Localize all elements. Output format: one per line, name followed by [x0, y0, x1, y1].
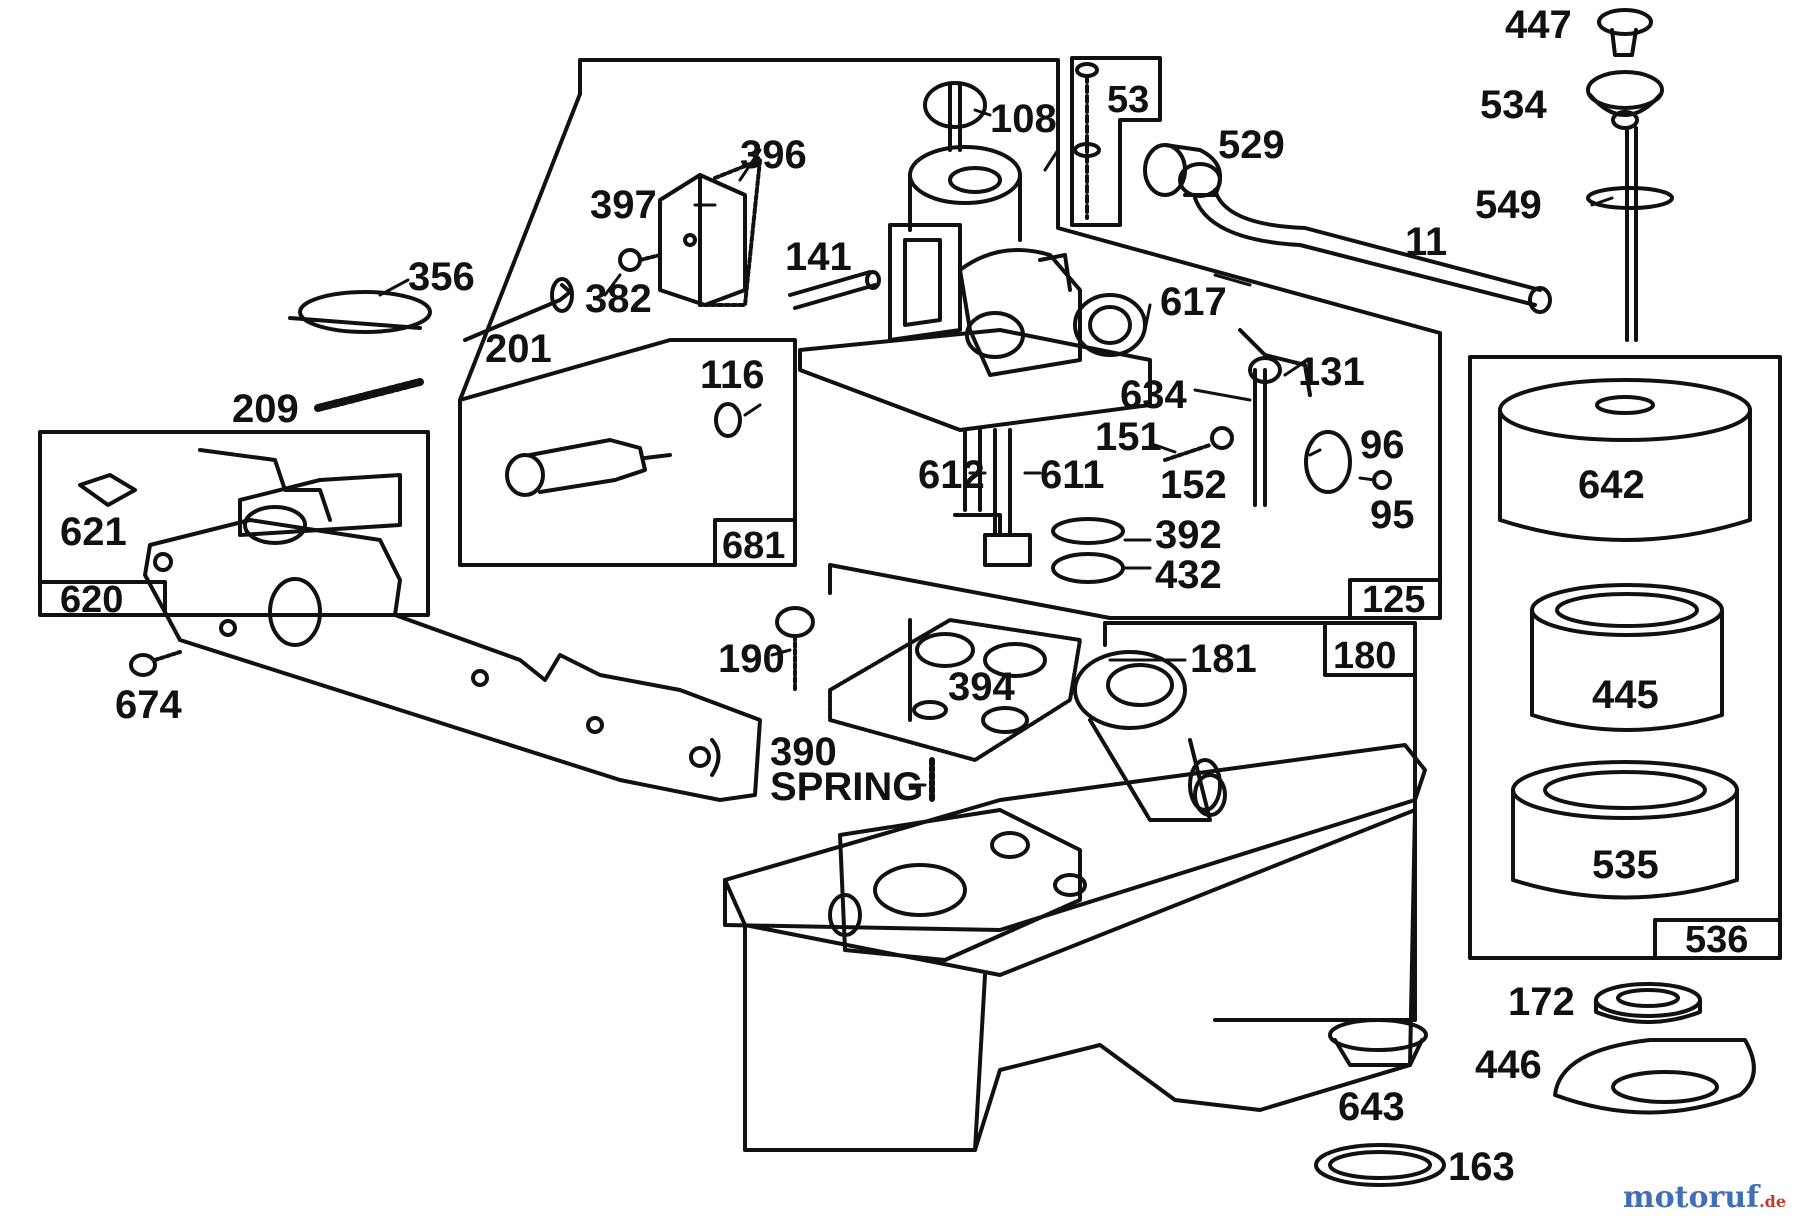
label-108: 108	[990, 97, 1057, 141]
label-534: 534	[1480, 83, 1547, 127]
label-190: 190	[718, 637, 785, 681]
label-529: 529	[1218, 123, 1285, 167]
part-446-base	[1553, 1038, 1756, 1115]
label-621: 621	[60, 510, 127, 554]
part-445-element	[1530, 583, 1724, 732]
frame-label-620: 620	[60, 579, 123, 621]
label-642: 642	[1578, 463, 1645, 507]
label-634: 634	[1120, 373, 1187, 417]
label-spring: SPRING	[770, 765, 923, 809]
label-382: 382	[585, 277, 652, 321]
frame-620	[38, 430, 430, 617]
label-397: 397	[590, 183, 657, 227]
part-116-washer	[714, 402, 742, 438]
part-534-cap	[1586, 70, 1664, 130]
leader-lines	[378, 108, 1614, 787]
part-397-block	[658, 173, 747, 307]
part-382-spring	[618, 248, 662, 272]
part-control-plate	[143, 518, 762, 802]
label-95: 95	[1370, 493, 1415, 537]
part-356-ring	[288, 290, 432, 334]
frame-label-681: 681	[722, 525, 785, 567]
label-356: 356	[408, 255, 475, 299]
part-681-needle	[505, 438, 672, 497]
watermark-text: motoruf	[1622, 1180, 1760, 1215]
label-643: 643	[1338, 1085, 1405, 1129]
label-611: 611	[1040, 453, 1105, 497]
frame-label-53: 53	[1107, 79, 1149, 121]
part-163-washer	[1314, 1143, 1446, 1187]
part-209-spring	[314, 378, 424, 412]
part-labels: 447 534 549 108 396 397 529 11 141 617 3…	[60, 3, 1659, 1189]
label-394: 394	[948, 665, 1015, 709]
label-396: 396	[740, 133, 807, 177]
part-396-gasket	[698, 158, 762, 307]
label-172: 172	[1508, 980, 1575, 1024]
watermark-logo: motoruf.de	[1623, 1180, 1786, 1215]
label-131: 131	[1298, 350, 1365, 394]
label-116: 116	[700, 353, 765, 397]
label-549: 549	[1475, 183, 1542, 227]
label-674: 674	[115, 683, 182, 727]
frame-label-125: 125	[1362, 579, 1425, 621]
label-432: 432	[1155, 553, 1222, 597]
label-209: 209	[232, 387, 299, 431]
label-201: 201	[485, 327, 552, 371]
label-445: 445	[1592, 673, 1659, 717]
part-642-cover	[1498, 378, 1752, 542]
label-141: 141	[785, 235, 852, 279]
frame-681	[458, 92, 797, 567]
part-53-screw	[1073, 62, 1101, 220]
label-612: 612	[918, 453, 985, 497]
part-447-cap	[1597, 8, 1653, 57]
label-617: 617	[1160, 280, 1227, 324]
frame-labels: 620 681 125 180 536 53	[60, 79, 1748, 961]
part-621-clip	[78, 473, 137, 507]
label-152: 152	[1160, 463, 1227, 507]
part-131-lever	[1238, 328, 1312, 507]
label-163: 163	[1448, 1145, 1515, 1189]
part-172-seal	[1594, 982, 1702, 1024]
part-392-432-orings	[1051, 517, 1125, 584]
frame-label-180: 180	[1333, 635, 1396, 677]
frame-label-536: 536	[1685, 919, 1748, 961]
part-549-rod	[1586, 126, 1674, 342]
part-535-precleaner	[1511, 760, 1739, 900]
watermark-suffix: .de	[1759, 1192, 1786, 1211]
part-141-pin	[788, 270, 881, 310]
label-392: 392	[1155, 513, 1222, 557]
label-151: 151	[1095, 415, 1162, 459]
part-529-elbow	[1143, 143, 1222, 198]
label-446: 446	[1475, 1043, 1542, 1087]
part-108-choke	[923, 81, 987, 152]
part-620-bracket	[198, 448, 402, 545]
label-390: 390	[770, 730, 837, 774]
part-201-link	[463, 277, 574, 342]
part-151-152-springs	[1163, 426, 1234, 462]
part-394-gasket	[828, 618, 1082, 762]
frame-53	[1070, 56, 1162, 227]
label-96: 96	[1360, 423, 1405, 467]
part-11-tube	[1193, 188, 1552, 314]
frame-125	[578, 58, 1442, 620]
part-190-screw	[775, 606, 815, 692]
label-535: 535	[1592, 843, 1659, 887]
frame-536	[1468, 355, 1782, 960]
label-181: 181	[1190, 637, 1257, 681]
part-fuel-tank	[723, 743, 1427, 1152]
part-carburetor-body	[798, 145, 1152, 567]
label-11: 11	[1405, 220, 1447, 264]
label-447: 447	[1505, 3, 1572, 47]
part-643-bushing	[1328, 1018, 1428, 1067]
part-674-screw	[129, 650, 182, 677]
